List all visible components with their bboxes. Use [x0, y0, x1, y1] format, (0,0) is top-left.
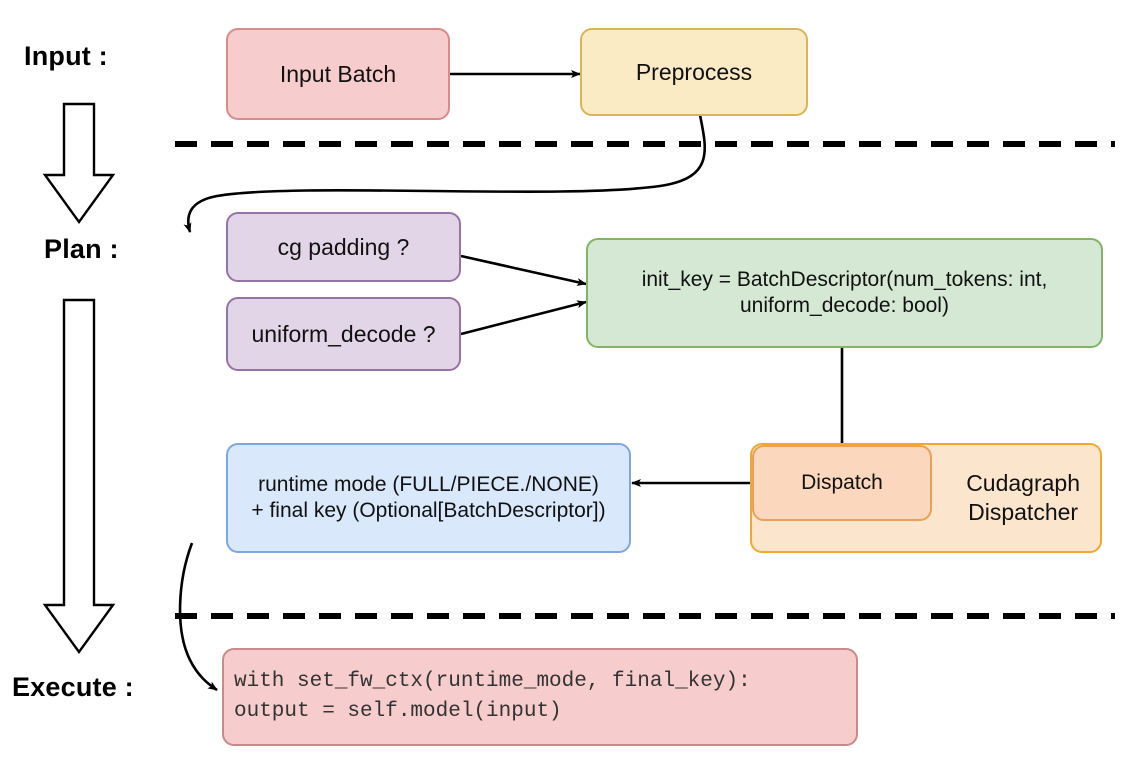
plan-to-execute-big-arrow [42, 298, 116, 655]
node-runtime-mode[interactable]: runtime mode (FULL/PIECE./NONE) + final … [226, 443, 631, 553]
stage-label-execute: Execute : [12, 672, 134, 702]
stage-label-input: Input : [24, 41, 108, 71]
edge-cg-padding-to-init-key [460, 254, 587, 286]
node-init-key[interactable]: init_key = BatchDescriptor(num_tokens: i… [586, 238, 1103, 348]
node-dispatch[interactable]: Dispatch [752, 445, 932, 521]
node-execute-code[interactable]: with set_fw_ctx(runtime_mode, final_key)… [222, 648, 858, 746]
node-cg-padding[interactable]: cg padding ? [226, 212, 461, 282]
stage-label-plan: Plan : [44, 234, 119, 264]
node-preprocess[interactable]: Preprocess [580, 28, 808, 116]
node-uniform-decode[interactable]: uniform_decode ? [226, 297, 461, 371]
edge-uniform-decode-to-init-key [460, 300, 587, 336]
input-to-plan-big-arrow [42, 102, 116, 225]
node-input-batch[interactable]: Input Batch [226, 28, 450, 120]
edge-runtime-mode-to-execute-code [178, 542, 218, 692]
